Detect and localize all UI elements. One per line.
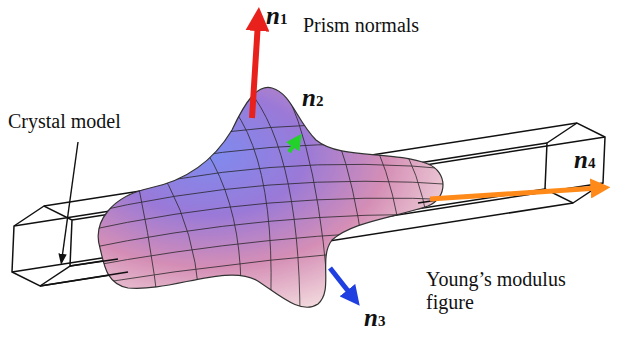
normal-arrow xyxy=(252,22,258,118)
heading-label: Prism normals xyxy=(303,14,419,37)
surface-mesh xyxy=(80,80,460,320)
part-label: Young’s modulus figure xyxy=(426,268,596,314)
normal-arrow xyxy=(430,188,598,199)
normal-arrow xyxy=(289,142,296,152)
normal-arrow xyxy=(330,268,352,296)
vector-label: n1 xyxy=(266,2,287,31)
vector-label: n3 xyxy=(364,304,385,333)
modulus-surface xyxy=(98,87,443,307)
part-label: Crystal model xyxy=(8,110,121,133)
vector-label: n2 xyxy=(302,84,323,113)
vector-label: n4 xyxy=(574,146,595,175)
leader-line xyxy=(62,142,78,258)
